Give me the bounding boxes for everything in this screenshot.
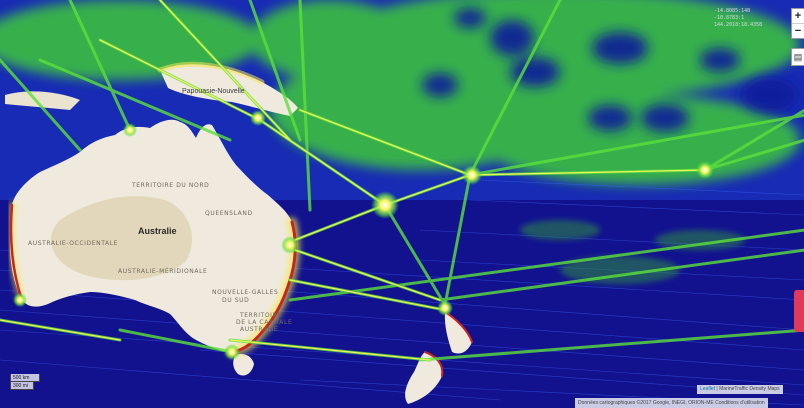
zoom-in-button[interactable]: + (794, 10, 802, 22)
label-papua-new-guinea: Papouasie-Nouvelle (182, 88, 245, 95)
leaflet-link[interactable]: Leaflet (700, 386, 716, 392)
label-northern-territory: TERRITOIRE DU NORD (132, 182, 210, 189)
layers-icon: ▤ (793, 52, 803, 62)
label-new-south-wales-2: DU SUD (222, 297, 250, 304)
label-act-2: DE LA CAPITALE (236, 319, 293, 326)
map-data-attribution[interactable]: Données cartographiques ©2017 Google, IN… (575, 398, 768, 408)
label-new-south-wales-1: NOUVELLE-GALLES (212, 289, 279, 296)
scale-mi: 300 mi (10, 382, 34, 390)
coordinate-line: -14.8085:148 (714, 8, 751, 14)
scale-bar: 500 km 300 mi (10, 374, 40, 390)
coordinate-line: -10.8783:1 (714, 15, 745, 21)
density-attribution: | MarineTraffic Density Maps (716, 386, 780, 392)
leaflet-attribution: Leaflet | MarineTraffic Density Maps (697, 385, 783, 394)
scale-km: 500 km (10, 374, 40, 382)
layers-button[interactable]: ▤ (791, 48, 804, 66)
side-panel-tab[interactable] (794, 290, 804, 332)
label-australia: Australie (138, 226, 177, 236)
label-south-australia: AUSTRALIE-MÉRIDIONALE (118, 268, 208, 275)
label-act-3: AUSTRALIE (240, 326, 279, 333)
zoom-control: + − (791, 8, 804, 39)
label-queensland: QUEENSLAND (205, 210, 253, 217)
zoom-out-button[interactable]: − (792, 23, 804, 38)
label-western-australia: AUSTRALIE-OCCIDENTALE (28, 240, 119, 247)
coordinates-readout: -14.8085:148 -10.8783:1 144.2018:18.4358 (714, 8, 762, 29)
coordinate-line: 144.2018:18.4358 (714, 22, 763, 28)
label-act-1: TERRITOIRE (240, 312, 282, 319)
